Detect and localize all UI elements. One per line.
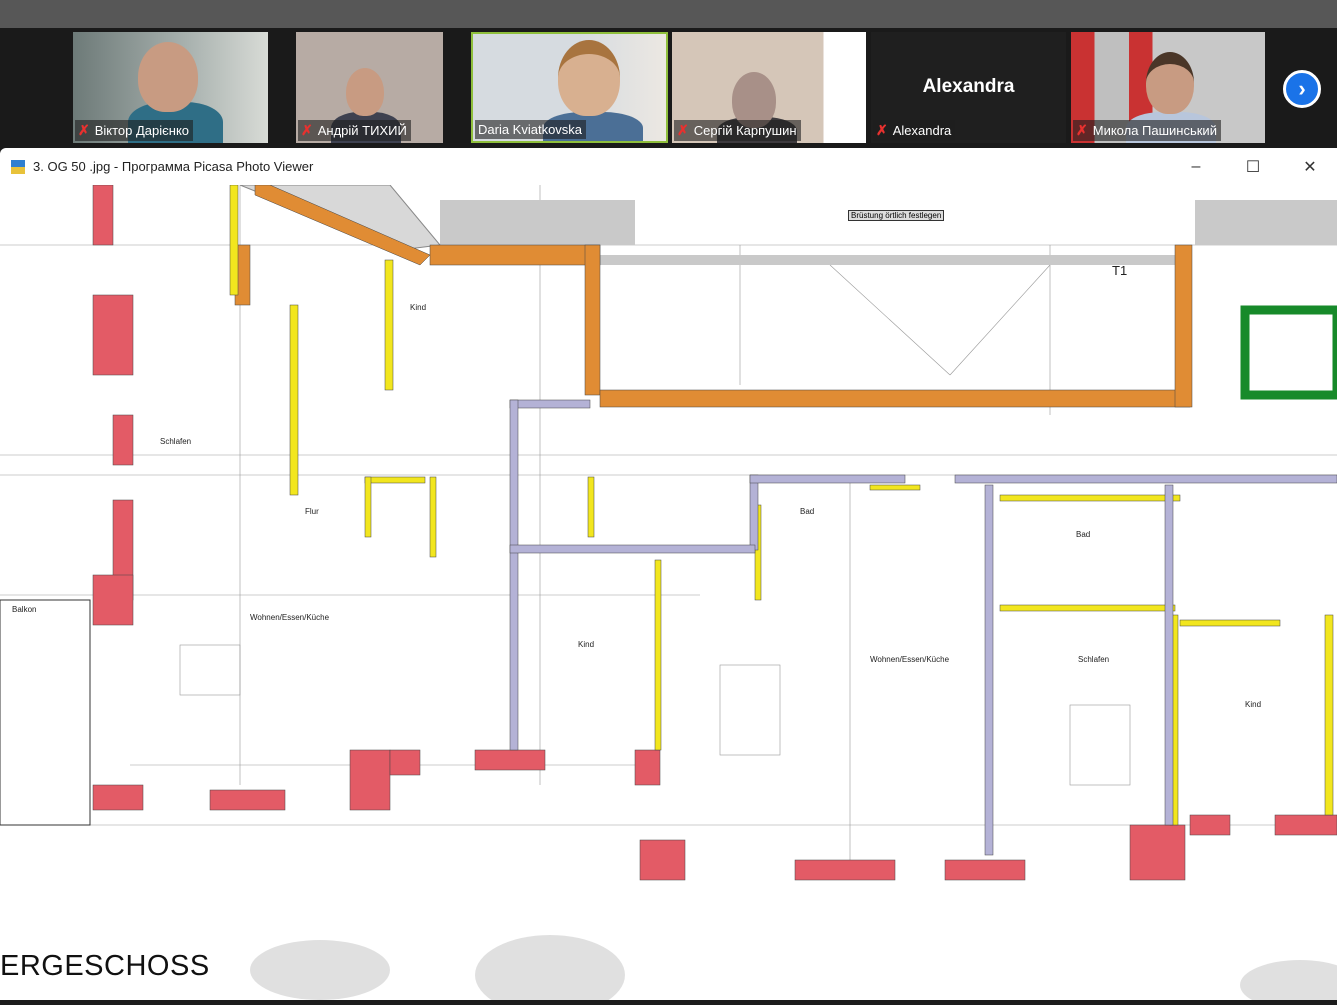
window-title-bar[interactable]: 3. OG 50 .jpg - Программа Picasa Photo V… [0,148,1337,185]
room-label: Kind [578,640,595,649]
participant-name: ✗Микола Пашинський [1073,120,1221,141]
participant-name: ✗Андрій ТИХИЙ [298,120,411,141]
participant-tile[interactable]: ✗Микола Пашинський [1071,32,1265,143]
participant-name: ✗Alexandra [873,120,956,141]
maximize-button[interactable]: ☐ [1245,159,1261,176]
participant-name: ✗Віктор Дарієнко [75,120,194,141]
participant-tile[interactable]: Alexandra ✗Alexandra [871,32,1066,143]
room-label: Flur [305,507,319,516]
room-label: Kind [1245,700,1262,709]
room-label: Kind [410,303,427,312]
window-title: 3. OG 50 .jpg - Программа Picasa Photo V… [33,159,314,174]
picasa-app-icon [11,159,25,174]
mic-muted-icon: ✗ [301,122,313,138]
room-label: Schlafen [1078,655,1110,664]
room-label: Wohnen/Essen/Küche [250,613,330,622]
room-label: Bad [1076,530,1091,539]
floor-plan-image[interactable]: Brüstung örtlich festlegen T1 Kind Schla… [0,184,1337,1005]
participant-tile[interactable]: ✗Віктор Дарієнко [73,32,268,143]
participant-display-name: Alexandra [922,76,1015,97]
participant-name: Daria Kviatkovska [475,120,587,139]
picasa-viewer-window: 3. OG 50 .jpg - Программа Picasa Photo V… [0,148,1337,1005]
close-button[interactable]: ✕ [1303,159,1317,176]
zoom-top-bar [0,0,1337,28]
chevron-right-icon: › [1298,76,1306,101]
room-label: Balkon [12,605,37,614]
mic-muted-icon: ✗ [1076,122,1088,138]
mic-muted-icon: ✗ [78,122,90,138]
mic-muted-icon: ✗ [876,122,888,138]
plan-marker: T1 [1112,263,1128,278]
mic-muted-icon: ✗ [677,122,689,138]
room-label: Schlafen [160,437,192,446]
next-page-button[interactable]: › [1283,70,1321,108]
room-label: Bad [800,507,815,516]
plan-note-label: Brüstung örtlich festlegen [848,210,945,221]
participant-tile[interactable]: Daria Kviatkovska [471,32,668,143]
participant-strip: ✗Віктор Дарієнко ✗Андрій ТИХИЙ Daria Kvi… [0,28,1337,148]
floor-plan-drawing [0,184,1337,1005]
minimize-button[interactable]: – [1191,158,1201,175]
participant-name: ✗Сергій Карпушин [674,120,801,141]
room-label: Wohnen/Essen/Küche [870,655,950,664]
floor-label: ERGESCHOSS [0,950,210,982]
participant-tile[interactable]: ✗Сергій Карпушин [672,32,866,143]
participant-tile[interactable]: ✗Андрій ТИХИЙ [296,32,443,143]
